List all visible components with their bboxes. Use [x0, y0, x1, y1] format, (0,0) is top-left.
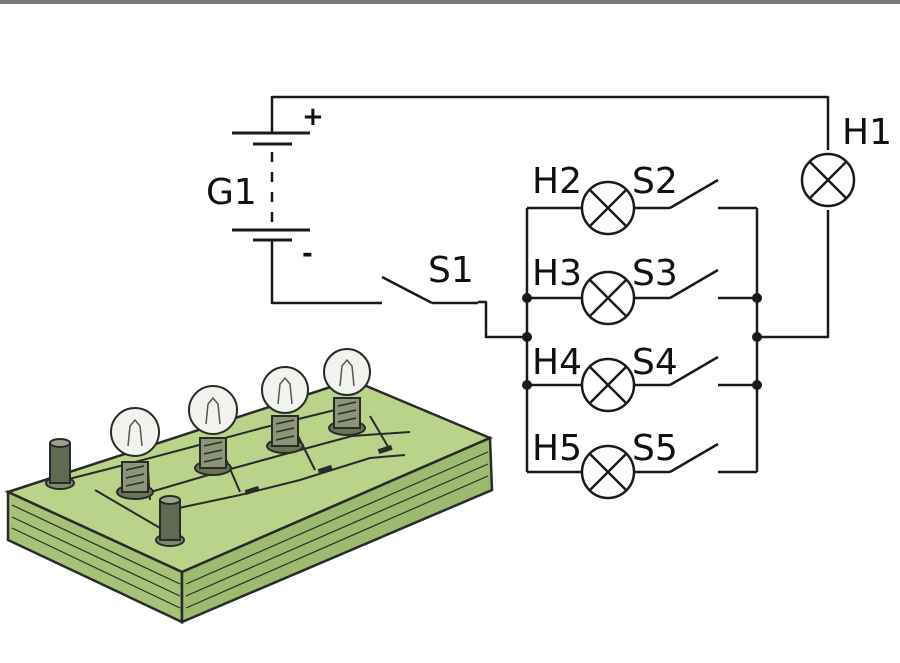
board-contacts: [244, 444, 393, 496]
s3-label: S3: [632, 253, 678, 294]
junction-dot: [752, 293, 762, 303]
junctions: [522, 293, 762, 390]
battery-minus-sign: -: [302, 239, 313, 269]
s5-switch-blade: [669, 442, 719, 474]
battery-minus-wire: [270, 250, 382, 305]
s4-label: S4: [632, 342, 678, 383]
junction-dot: [752, 332, 762, 342]
top-wire: [270, 95, 830, 150]
h2-label: H2: [532, 161, 582, 202]
h3-lamp-symbol: [580, 270, 636, 326]
s3-switch-blade: [669, 268, 719, 300]
terminal-post-right: [155, 495, 185, 547]
board-bulb-3: [261, 366, 309, 454]
battery-label: G1: [206, 172, 257, 213]
s5-label: S5: [632, 428, 678, 469]
terminal-post-left: [45, 438, 75, 490]
junction-dot: [522, 332, 532, 342]
board-bulb-1: [110, 407, 160, 500]
battery-plus-sign: +: [302, 102, 324, 132]
s1-switch-blade: [381, 275, 433, 305]
h1-lamp-symbol: [800, 152, 856, 208]
s1-label: S1: [428, 250, 474, 291]
board-grain: [11, 451, 489, 609]
wiring: [270, 95, 830, 474]
junction-dot: [522, 380, 532, 390]
h5-label: H5: [532, 428, 582, 469]
board-illustration: [4, 348, 494, 624]
h2-lamp-symbol: [580, 180, 636, 236]
top-border: [0, 0, 900, 4]
h1-return-wire: [757, 210, 830, 339]
junction-dot: [752, 380, 762, 390]
s2-label: S2: [632, 161, 678, 202]
h4-label: H4: [532, 342, 582, 383]
board-bulb-4: [323, 348, 371, 436]
h5-lamp-symbol: [580, 444, 636, 500]
s4-switch-blade: [669, 355, 719, 387]
battery-symbol: [232, 131, 310, 250]
s1-output-wire: [478, 300, 527, 339]
h3-label: H3: [532, 253, 582, 294]
h1-label: H1: [842, 112, 892, 153]
junction-dot: [522, 293, 532, 303]
board-bulb-2: [188, 385, 238, 476]
h4-lamp-symbol: [580, 357, 636, 413]
s2-switch-blade: [669, 178, 719, 210]
